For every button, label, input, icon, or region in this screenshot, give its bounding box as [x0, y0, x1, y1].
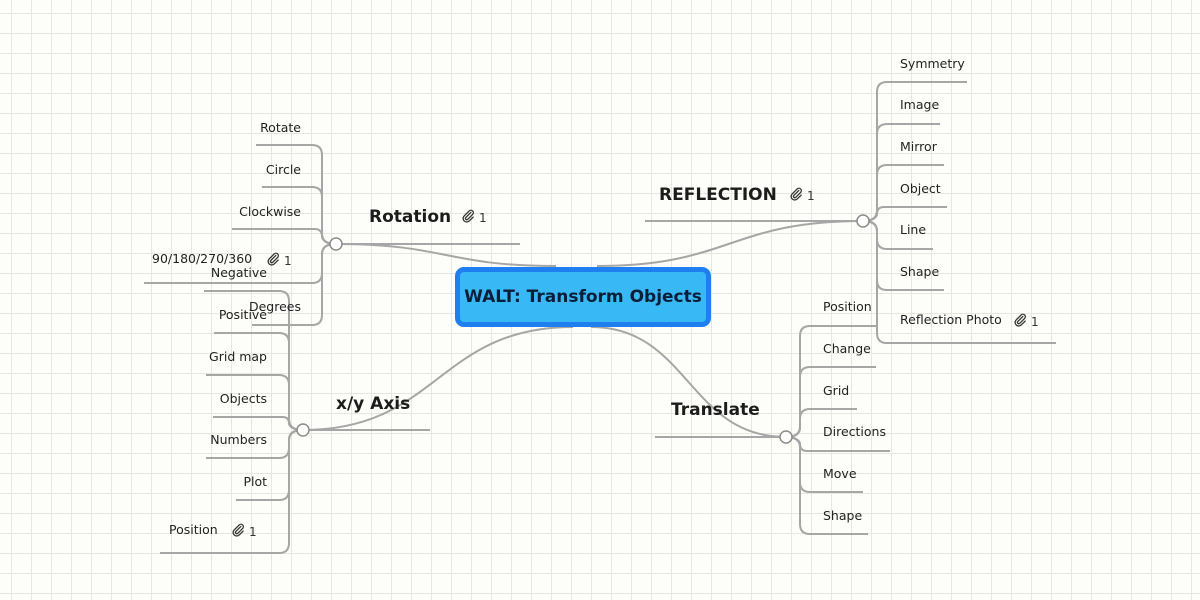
connector-translate-item-4	[785, 436, 863, 493]
subtopic-translate-shape[interactable]: Shape	[823, 508, 863, 523]
connector-reflection-item-6	[862, 220, 1056, 344]
attachment-count: 1	[284, 253, 292, 268]
connector-central-translate	[590, 326, 787, 438]
subtopic-axis-position[interactable]: Position	[169, 522, 218, 537]
subtopic-numbers[interactable]: Numbers	[210, 432, 267, 447]
attachment-count: 1	[807, 188, 815, 203]
attachment-rotation[interactable]: 1	[461, 209, 487, 226]
connector-translate-item-2	[785, 408, 857, 438]
connector-central-reflection	[596, 220, 864, 267]
connector-axis-item-3	[213, 416, 304, 431]
branch-title-rotation[interactable]: Rotation	[369, 207, 452, 227]
connector-reflection-item-3	[862, 206, 947, 222]
connector-rotation-item-4	[252, 243, 337, 326]
attachment-reflection[interactable]: 1	[789, 187, 815, 204]
connector-central-rotation	[335, 243, 557, 267]
subtopic-grid-map[interactable]: Grid map	[209, 349, 267, 364]
attachment-reflection-photo[interactable]: 1	[1013, 313, 1039, 330]
subtopic-reflection-shape[interactable]: Shape	[900, 264, 940, 279]
subtopic-mirror[interactable]: Mirror	[900, 139, 937, 154]
paperclip-icon	[231, 523, 246, 540]
junction-translate-icon	[779, 430, 793, 444]
central-topic[interactable]: WALT: Transform Objects	[455, 267, 711, 327]
branch-title-reflection[interactable]: REFLECTION	[659, 185, 777, 205]
subtopic-reflection-photo[interactable]: Reflection Photo	[900, 312, 1002, 327]
subtopic-rotate[interactable]: Rotate	[260, 120, 301, 135]
connector-central-axis	[302, 326, 574, 431]
subtopic-clockwise[interactable]: Clockwise	[239, 204, 301, 219]
subtopic-positive[interactable]: Positive	[218, 307, 267, 322]
subtopic-directions[interactable]: Directions	[823, 424, 886, 439]
subtopic-grid[interactable]: Grid	[823, 383, 850, 398]
subtopic-plot[interactable]: Plot	[243, 474, 267, 489]
attachment-degree-values[interactable]: 1	[266, 252, 292, 269]
junction-reflection-icon	[856, 214, 870, 228]
subtopic-degree-values[interactable]: 90/180/270/360	[152, 251, 253, 266]
attachment-axis-position[interactable]: 1	[231, 523, 257, 540]
subtopic-symmetry[interactable]: Symmetry	[900, 56, 965, 71]
subtopic-circle[interactable]: Circle	[265, 162, 301, 177]
subtopic-negative[interactable]: Negative	[210, 265, 267, 280]
subtopic-objects[interactable]: Objects	[219, 391, 267, 406]
subtopic-move[interactable]: Move	[823, 466, 857, 481]
paperclip-icon	[266, 252, 281, 269]
branch-title-axis[interactable]: x/y Axis	[336, 394, 411, 414]
paperclip-icon	[1013, 313, 1028, 330]
connector-rotation-item-2	[232, 228, 337, 245]
junction-axis-icon	[296, 423, 310, 437]
connector-translate-item-5	[785, 436, 868, 535]
central-topic-label: WALT: Transform Objects	[464, 287, 702, 307]
paperclip-icon	[461, 209, 476, 226]
subtopic-change[interactable]: Change	[823, 341, 871, 356]
attachment-count: 1	[249, 524, 257, 539]
subtopic-degrees[interactable]: Degrees	[248, 299, 301, 314]
subtopic-object[interactable]: Object	[900, 181, 941, 196]
attachment-count: 1	[1031, 314, 1039, 329]
subtopic-translate-position[interactable]: Position	[823, 299, 872, 314]
paperclip-icon	[789, 187, 804, 204]
subtopic-line[interactable]: Line	[900, 222, 927, 237]
connector-axis-item-6	[160, 429, 304, 554]
subtopic-image[interactable]: Image	[900, 97, 940, 112]
attachment-count: 1	[479, 210, 487, 225]
branch-title-translate[interactable]: Translate	[671, 400, 760, 420]
junction-rotation-icon	[329, 237, 343, 251]
